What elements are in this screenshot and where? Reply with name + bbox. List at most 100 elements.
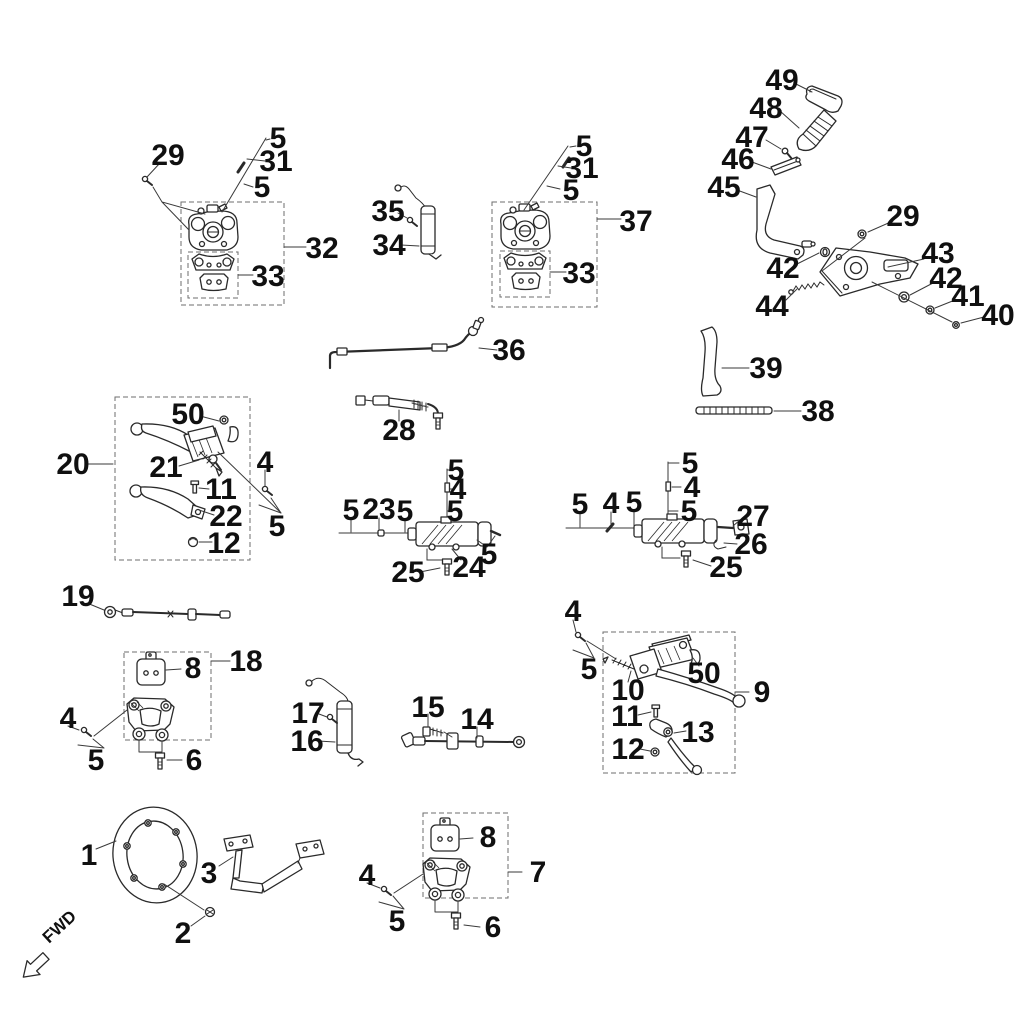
part-label-38: 38 <box>801 395 834 428</box>
part-label-4: 4 <box>60 702 77 735</box>
part-label-40: 40 <box>981 299 1014 332</box>
part-label-5: 5 <box>88 744 105 777</box>
part-label-6: 6 <box>186 744 203 777</box>
fwd-direction-marker: FWD <box>22 907 80 978</box>
part-label-33: 33 <box>562 257 595 290</box>
part-label-36: 36 <box>492 334 525 367</box>
part-label-8: 8 <box>480 821 497 854</box>
part-label-21: 21 <box>149 451 182 484</box>
brake-pedal-assembly-sketch <box>736 83 985 329</box>
part-label-3: 3 <box>201 857 218 890</box>
part-label-4: 4 <box>359 859 376 892</box>
part-label-11: 11 <box>205 473 237 506</box>
part-label-5: 5 <box>563 174 580 207</box>
part-label-5: 5 <box>448 454 465 487</box>
front-right-caliper-assembly-sketch <box>500 145 622 291</box>
part-label-28: 28 <box>382 414 415 447</box>
screw-35-icon <box>406 216 418 227</box>
screw-17-icon <box>326 713 338 724</box>
part-label-12: 12 <box>207 527 240 560</box>
part-label-7: 7 <box>530 856 547 889</box>
part-label-18: 18 <box>229 645 262 678</box>
brake-pipe-36-sketch <box>328 316 498 370</box>
part-label-15: 15 <box>411 691 444 724</box>
part-label-48: 48 <box>749 92 782 125</box>
part-label-47: 47 <box>735 121 768 154</box>
part-label-5: 5 <box>626 486 643 519</box>
brake-hose-34-sketch <box>394 184 442 260</box>
center-master-cylinder-sketch <box>338 468 502 576</box>
part-label-23: 23 <box>362 493 395 526</box>
part-label-5: 5 <box>581 653 598 686</box>
left-brake-lever-assembly-sketch <box>87 415 282 548</box>
part-label-5: 5 <box>481 538 498 571</box>
brake-hose-16-sketch <box>305 677 364 767</box>
part-label-5: 5 <box>254 171 271 204</box>
box-37-front-caliper-right <box>491 201 598 308</box>
part-label-6: 6 <box>485 911 502 944</box>
part-label-25: 25 <box>709 551 742 584</box>
rear-caliper-right-assembly-sketch <box>366 817 523 930</box>
rod-38-sketch <box>695 406 802 415</box>
brake-disc-assembly-sketch <box>95 806 216 927</box>
part-label-5: 5 <box>681 495 698 528</box>
bolt-4-icon <box>261 485 273 496</box>
part-label-27: 27 <box>736 500 769 533</box>
caliper-bracket-3-sketch <box>218 834 325 894</box>
part-label-32: 32 <box>305 232 338 265</box>
box-18-rear-caliper-left <box>123 651 212 741</box>
part-label-4: 4 <box>257 446 274 479</box>
part-label-50: 50 <box>687 657 720 690</box>
cover-39-sketch <box>700 326 750 397</box>
part-label-37: 37 <box>619 205 652 238</box>
part-label-17: 17 <box>291 697 324 730</box>
part-label-24: 24 <box>452 551 486 584</box>
part-label-34: 34 <box>372 229 406 262</box>
part-label-42: 42 <box>929 262 962 295</box>
part-label-44: 44 <box>755 290 789 323</box>
part-label-43: 43 <box>921 237 954 270</box>
part-label-5: 5 <box>397 495 414 528</box>
part-label-5: 5 <box>572 488 589 521</box>
part-label-5: 5 <box>576 130 593 163</box>
part-label-5: 5 <box>343 494 360 527</box>
part-label-2: 2 <box>175 917 192 950</box>
part-label-35: 35 <box>371 195 404 228</box>
part-label-4: 4 <box>565 595 582 628</box>
part-label-22: 22 <box>209 500 242 533</box>
cable-28-sketch <box>355 395 444 430</box>
parking-cable-19-sketch <box>86 602 231 621</box>
box-7-rear-caliper-right <box>422 812 509 899</box>
part-label-10: 10 <box>611 674 644 707</box>
box-33-front-pads-right <box>499 250 551 298</box>
box-32-front-caliper <box>180 201 285 306</box>
part-label-25: 25 <box>391 556 424 589</box>
part-label-39: 39 <box>749 352 782 385</box>
bolt-4-icon <box>80 726 92 737</box>
part-label-46: 46 <box>721 143 754 176</box>
part-label-45: 45 <box>707 171 740 204</box>
disc-bolt-holes <box>123 819 187 891</box>
part-label-4: 4 <box>603 487 620 520</box>
part-label-11: 11 <box>611 700 643 733</box>
part-label-14: 14 <box>460 703 494 736</box>
part-label-1: 1 <box>81 839 98 872</box>
part-label-29: 29 <box>151 139 184 172</box>
part-label-20: 20 <box>56 448 89 481</box>
part-label-12: 12 <box>611 733 644 766</box>
part-label-13: 13 <box>681 716 714 749</box>
part-label-5: 5 <box>269 510 286 543</box>
part-label-26: 26 <box>734 528 767 561</box>
part-label-9: 9 <box>754 676 771 709</box>
bolt-4-icon <box>380 885 392 896</box>
part-label-16: 16 <box>290 725 323 758</box>
box-20-left-lever-assembly <box>114 396 251 561</box>
part-label-42: 42 <box>766 252 799 285</box>
fwd-label: FWD <box>39 907 80 947</box>
part-label-49: 49 <box>765 64 798 97</box>
rear-caliper-left-assembly-sketch <box>67 651 231 770</box>
part-label-4: 4 <box>450 473 467 506</box>
assembly-boxes <box>114 201 736 899</box>
part-label-31: 31 <box>259 145 292 178</box>
